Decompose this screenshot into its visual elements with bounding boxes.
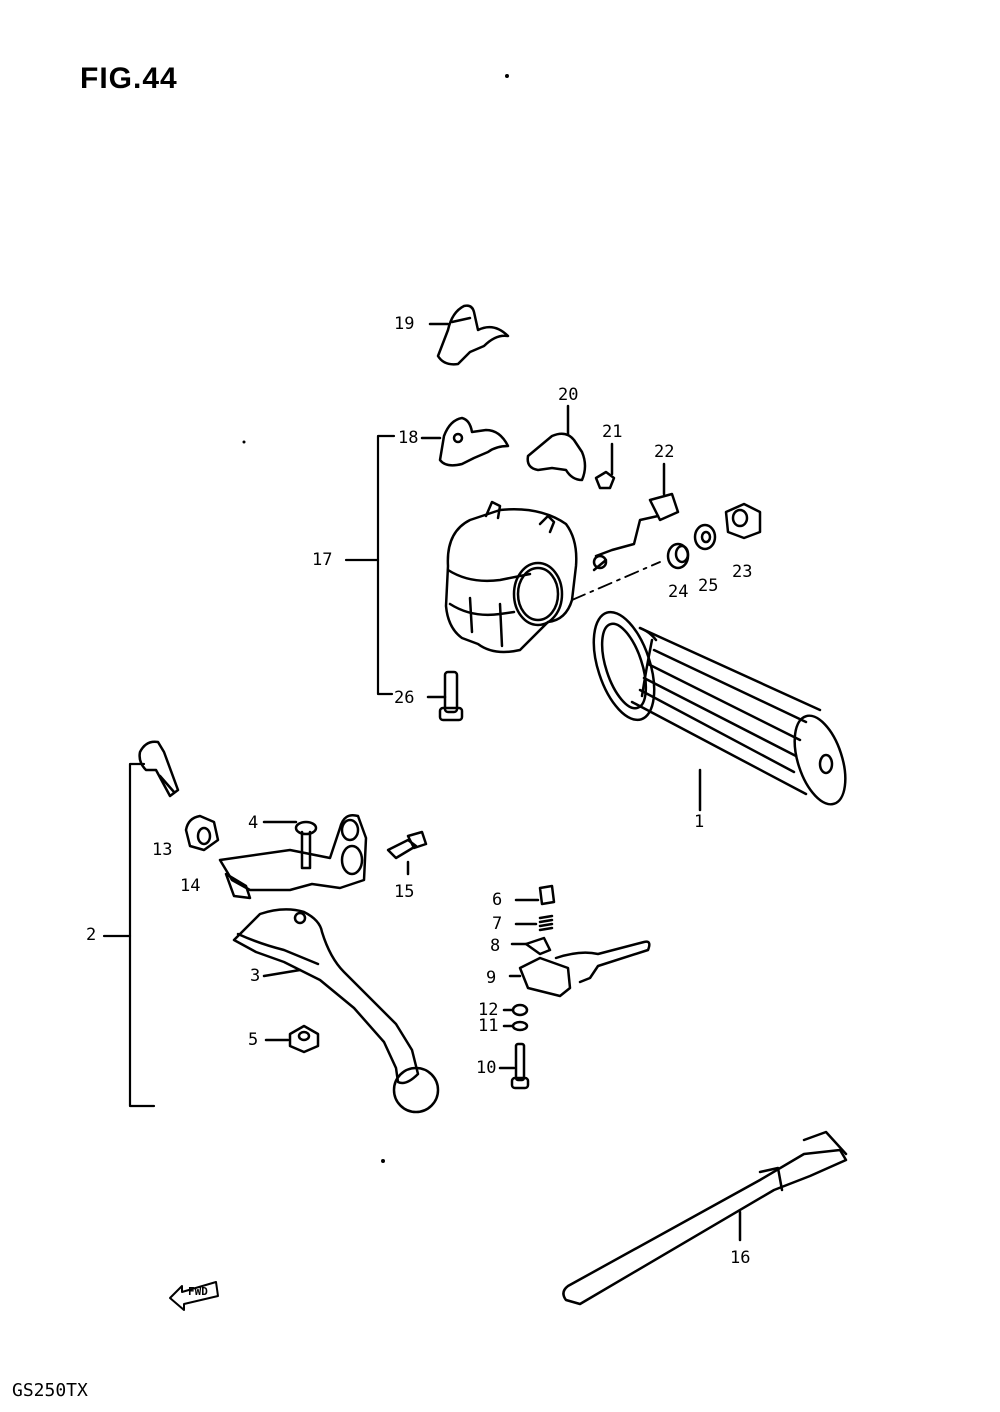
part-25-washer [693, 523, 717, 551]
model-code: GS250TX [12, 1380, 88, 1401]
callout-8: 8 [490, 936, 501, 956]
callout-25: 25 [698, 576, 719, 596]
part-9-switch-body [508, 940, 651, 998]
part-21-screw [594, 442, 616, 490]
part-1-grip [592, 610, 847, 812]
callout-19: 19 [394, 314, 415, 334]
part-12-washer [502, 1003, 529, 1017]
callout-4: 4 [248, 813, 259, 833]
part-6-cap [514, 884, 556, 906]
callout-18: 18 [398, 428, 419, 448]
callout-24: 24 [668, 582, 689, 602]
callout-5: 5 [248, 1030, 259, 1050]
bracket-17 [344, 434, 396, 696]
part-26-screw [426, 670, 464, 722]
part-7-spring [514, 914, 554, 932]
callout-20: 20 [558, 385, 579, 405]
callout-15: 15 [394, 882, 415, 902]
part-3-lever [232, 908, 440, 1114]
callout-16: 16 [730, 1248, 751, 1268]
callout-14: 14 [180, 876, 201, 896]
part-19-switch-cover [428, 304, 510, 366]
callout-22: 22 [654, 442, 675, 462]
callout-12: 12 [478, 1000, 499, 1020]
callout-21: 21 [602, 422, 623, 442]
callout-26: 26 [394, 688, 415, 708]
bracket-2 [102, 762, 156, 1108]
part-24-spring [666, 542, 690, 570]
part-22-cable-end [592, 462, 680, 572]
callout-3: 3 [250, 966, 261, 986]
callout-11: 11 [478, 1016, 499, 1036]
part-4-screw [262, 820, 318, 870]
part-13-bolt [138, 740, 180, 798]
callout-13: 13 [152, 840, 173, 860]
callout-7: 7 [492, 914, 503, 934]
callout-10: 10 [476, 1058, 497, 1078]
callout-1: 1 [694, 812, 705, 832]
part-17-throttle-housing [444, 500, 578, 654]
fwd-label: FWD [188, 1285, 208, 1298]
part-18-switch-knob [420, 416, 510, 467]
part-14-nut [184, 814, 220, 852]
part-23-nut [724, 502, 762, 540]
callout-9: 9 [486, 968, 497, 988]
part-11-washer [502, 1020, 529, 1032]
part-16-cable-tie [562, 1130, 848, 1306]
part-10-screw [498, 1042, 530, 1090]
part-15-screw [386, 830, 428, 876]
part-5-nut [264, 1024, 320, 1054]
lever-bracket [218, 814, 368, 900]
callout-23: 23 [732, 562, 753, 582]
part-8-clip [510, 936, 552, 956]
callout-17: 17 [312, 550, 333, 570]
part-20-switch-lever [526, 404, 587, 482]
callout-2: 2 [86, 925, 97, 945]
figure-title: FIG.44 [80, 62, 178, 95]
callout-6: 6 [492, 890, 503, 910]
fwd-arrow-icon [169, 1281, 219, 1311]
